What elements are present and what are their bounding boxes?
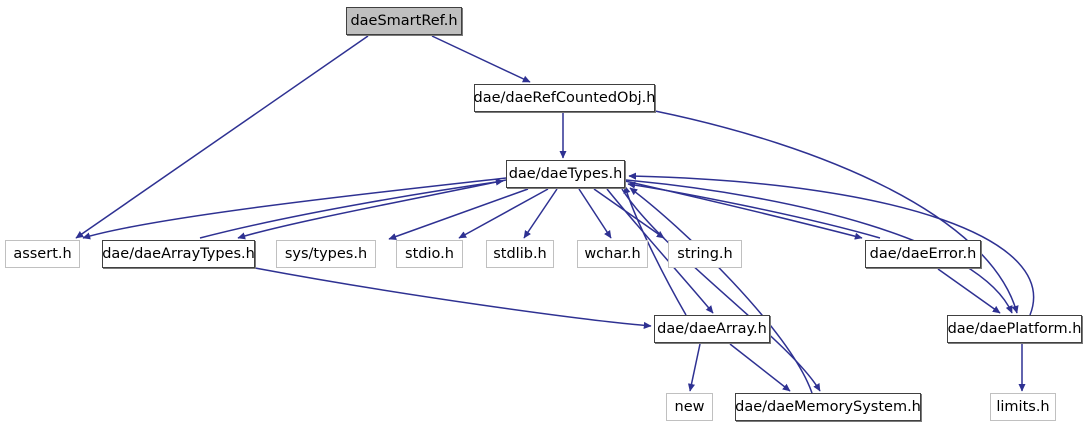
graph-node-label: wchar.h (584, 245, 641, 262)
graph-node-daePlatform[interactable]: dae/daePlatform.h (947, 315, 1082, 343)
graph-node-daeRefCountedObj[interactable]: dae/daeRefCountedObj.h (473, 84, 656, 112)
graph-node-label: sys/types.h (284, 245, 368, 262)
graph-edge-daeTypes-to-daePlatform (625, 179, 1013, 314)
graph-node-label: dae/daeTypes.h (508, 165, 623, 182)
graph-node-label: assert.h (13, 245, 72, 262)
graph-edge-daeError-to-daeTypes (627, 181, 881, 239)
graph-node-new[interactable]: new (666, 393, 713, 421)
graph-node-label: limits.h (996, 398, 1050, 415)
graph-edge-daeTypes-to-assert (82, 177, 507, 240)
graph-node-label: dae/daeError.h (869, 245, 977, 262)
graph-node-stdlib[interactable]: stdlib.h (486, 240, 554, 268)
graph-edge-daeTypes-to-daeMemorySystem (621, 188, 821, 392)
graph-edge-daeTypes-to-stdio (458, 188, 549, 239)
graph-node-string[interactable]: string.h (668, 240, 742, 268)
graph-edge-daeError-to-daePlatform (937, 268, 1001, 314)
graph-node-assert[interactable]: assert.h (5, 240, 80, 268)
graph-node-stdio[interactable]: stdio.h (396, 240, 463, 268)
graph-edge-daeTypes-to-daeArrayTypes (237, 179, 507, 240)
graph-edge-daeSmartRef-to-daeRefCountedObj (431, 35, 531, 83)
graph-node-daeTypes[interactable]: dae/daeTypes.h (506, 160, 625, 188)
graph-edge-daeArray-to-daeTypes (623, 185, 687, 316)
graph-node-label: dae/daePlatform.h (947, 320, 1082, 337)
graph-edge-daeMemorySystem-to-daeTypes (629, 187, 813, 394)
graph-edge-daeArrayTypes-to-daeTypes (199, 178, 504, 239)
graph-edge-daeTypes-to-string (593, 188, 665, 239)
graph-node-label: dae/daeMemorySystem.h (735, 398, 921, 415)
graph-edge-daeTypes-to-stdlib (523, 188, 558, 239)
graph-node-label: stdio.h (405, 245, 454, 262)
graph-edge-daeArray-to-daeMemorySystem (729, 343, 791, 392)
graph-node-label: daeSmartRef.h (350, 12, 458, 29)
graph-node-limits[interactable]: limits.h (990, 393, 1056, 421)
graph-node-label: dae/daeArray.h (657, 320, 767, 337)
graph-edge-daeSmartRef-to-assert (75, 35, 369, 239)
graph-node-label: dae/daeArrayTypes.h (102, 245, 255, 262)
graph-node-systypes[interactable]: sys/types.h (276, 240, 376, 268)
graph-node-label: string.h (677, 245, 733, 262)
graph-edge-daeTypes-to-systypes (388, 188, 529, 240)
graph-node-daeSmartRef[interactable]: daeSmartRef.h (346, 7, 462, 35)
graph-node-label: dae/daeRefCountedObj.h (473, 89, 656, 106)
graph-node-wchar[interactable]: wchar.h (577, 240, 648, 268)
graph-edge-daeRefCountedObj-to-daePlatform (654, 110, 1019, 314)
graph-node-daeMemorySystem[interactable]: dae/daeMemorySystem.h (735, 393, 921, 421)
graph-node-daeArray[interactable]: dae/daeArray.h (654, 315, 770, 343)
graph-edge-daeTypes-to-wchar (578, 188, 612, 239)
graph-node-daeError[interactable]: dae/daeError.h (865, 240, 981, 268)
graph-node-label: new (674, 398, 705, 415)
graph-edge-daeTypes-to-daeArray (606, 188, 714, 314)
graph-node-daeArrayTypes[interactable]: dae/daeArrayTypes.h (102, 240, 255, 268)
graph-edge-daeArrayTypes-to-daeArray (254, 267, 652, 329)
graph-edge-daeArray-to-new (687, 343, 701, 392)
graph-edge-daePlatform-to-daeTypes (628, 172, 1035, 316)
graph-node-label: stdlib.h (493, 245, 547, 262)
